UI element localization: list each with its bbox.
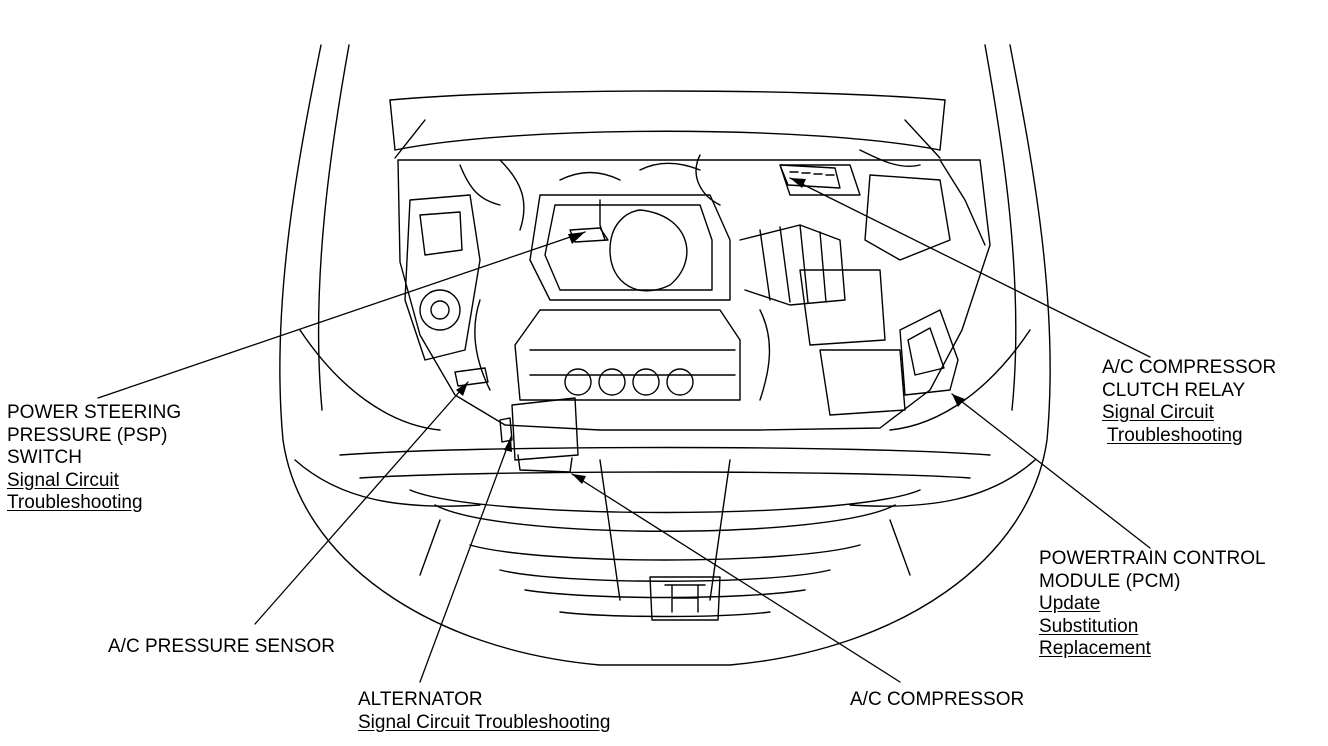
front-grille (339, 446, 991, 621)
engine-bay-outline (397, 159, 991, 431)
vehicle-body-outline (279, 44, 1051, 666)
leader-ac-pressure-sensor (254, 381, 469, 625)
ac-clutch-relay-signal-circuit-link[interactable]: Signal Circuit (1102, 402, 1214, 423)
ac-pressure-sensor-callout: A/C PRESSURE SENSOR (108, 636, 335, 659)
alternator-callout: ALTERNATOR Signal Circuit Troubleshootin… (358, 689, 610, 734)
ac-compressor-callout: A/C COMPRESSOR (850, 689, 1024, 712)
engine-assembly (404, 149, 959, 473)
psp-switch-title-line-1: POWER STEERING (7, 402, 182, 423)
arrowhead-pcm (952, 394, 965, 407)
psp-switch-troubleshooting-link[interactable]: Troubleshooting (7, 492, 143, 513)
pcm-substitution-link[interactable]: Substitution (1039, 615, 1139, 637)
ac-clutch-relay-callout: A/C COMPRESSOR CLUTCH RELAY Signal Circu… (1102, 357, 1276, 447)
arrowhead-ac-clutch-relay (790, 178, 806, 188)
ac-clutch-relay-troubleshooting-link[interactable]: Troubleshooting (1107, 424, 1243, 446)
leader-alternator (419, 436, 512, 683)
ac-clutch-relay-title-line-1: A/C COMPRESSOR (1102, 357, 1277, 378)
alternator-title: ALTERNATOR (358, 689, 483, 710)
ac-clutch-relay-title-line-2: CLUTCH RELAY (1102, 379, 1246, 401)
leader-ac-compressor (571, 473, 901, 683)
pcm-title-line-2: MODULE (PCM) (1039, 570, 1181, 592)
psp-switch-signal-circuit-link[interactable]: Signal Circuit (7, 469, 119, 491)
arrowhead-psp-switch (568, 232, 585, 244)
pcm-replacement-link[interactable]: Replacement (1039, 638, 1151, 659)
alternator-signal-circuit-troubleshooting-link[interactable]: Signal Circuit Troubleshooting (358, 711, 611, 733)
arrowhead-ac-pressure-sensor (456, 382, 468, 396)
ac-pressure-sensor-title: A/C PRESSURE SENSOR (108, 636, 335, 657)
arrowhead-ac-compressor (572, 474, 586, 484)
arrowhead-alternator (504, 437, 512, 452)
psp-switch-title-line-3: SWITCH (7, 447, 82, 468)
pcm-callout: POWERTRAIN CONTROL MODULE (PCM) Update S… (1039, 548, 1266, 661)
leader-psp-switch (97, 231, 586, 399)
ac-compressor-title: A/C COMPRESSOR (850, 689, 1025, 710)
leader-pcm (951, 393, 1151, 549)
psp-switch-callout: POWER STEERING PRESSURE (PSP) SWITCH Sig… (7, 402, 181, 515)
leader-ac-clutch-relay (789, 177, 1151, 358)
pcm-title-line-1: POWERTRAIN CONTROL (1039, 548, 1266, 569)
psp-switch-title-line-2: PRESSURE (PSP) (7, 424, 168, 446)
pcm-update-link[interactable]: Update (1039, 593, 1101, 614)
leader-lines (97, 177, 1151, 683)
